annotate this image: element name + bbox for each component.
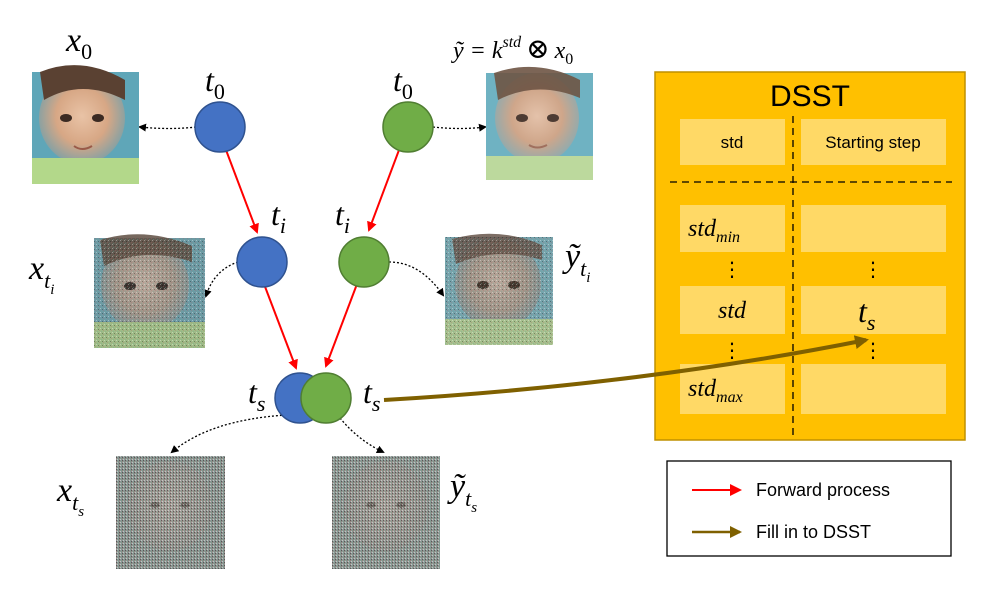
dsst-vdots-2: ⋮	[863, 257, 883, 281]
dotted-arrow-to-y0	[432, 123, 487, 132]
label-y-ts: ts	[363, 374, 380, 416]
image-x0	[32, 65, 139, 184]
dsst-header-cell-std	[680, 119, 785, 165]
forward-arrow-y-0-to-i	[367, 149, 400, 232]
label-x-ts: ts	[248, 374, 265, 416]
label-image-y0: ỹ = kstd⊗x0	[451, 34, 573, 68]
label-y-ti: ti	[335, 196, 350, 238]
dsst-std-min: stdmin	[688, 216, 740, 246]
dsst-vdots-3: ⋮	[722, 338, 742, 362]
node-y-ti	[338, 236, 390, 288]
dotted-arrow-to-xti	[203, 261, 239, 298]
dotted-arrow-to-x0	[138, 123, 197, 132]
dotted-arrow-to-yti	[388, 261, 445, 297]
image-xti	[94, 234, 205, 348]
legend-forward-label: Forward process	[756, 480, 890, 500]
label-image-x0: x0	[65, 22, 92, 64]
legend: Forward process Fill in to DSST	[666, 460, 952, 557]
node-x-ti	[236, 236, 288, 288]
image-xts	[116, 456, 225, 569]
label-image-yts: ỹts	[447, 468, 477, 516]
dsst-vdots-1: ⋮	[722, 257, 742, 281]
dsst-std-max: stdmax	[688, 376, 743, 406]
node-y-t0	[382, 101, 434, 153]
dsst-cell-std-max	[680, 364, 785, 414]
dsst-std: std	[718, 298, 747, 324]
label-image-yti: ỹti	[562, 238, 590, 286]
label-x-t0: t0	[205, 62, 225, 104]
dsst-cell-ts-empty-2	[801, 364, 946, 414]
forward-arrow-x-i-to-s	[263, 283, 298, 370]
dotted-arrow-to-yts	[339, 417, 385, 454]
dsst-header-starting-step: Starting step	[825, 133, 920, 152]
legend-fill-label: Fill in to DSST	[756, 522, 871, 542]
dsst-ts: ts	[858, 293, 875, 335]
dsst-header-cell-starting-step	[801, 119, 946, 165]
dsst-cell-ts	[801, 286, 946, 334]
dsst-header-std: std	[721, 133, 744, 152]
label-y-t0: t0	[393, 62, 413, 104]
image-yts	[332, 456, 440, 569]
fill-in-arrow	[383, 335, 869, 402]
image-y0	[486, 66, 593, 180]
dsst-title: DSST	[770, 80, 850, 113]
dsst-cell-std	[680, 286, 785, 334]
dotted-arrow-to-xts	[170, 414, 287, 454]
dsst-cell-std-min	[680, 205, 785, 252]
image-yti	[445, 233, 553, 345]
label-x-ti: ti	[271, 196, 286, 238]
label-image-xti: xti	[28, 250, 54, 298]
dsst-panel: DSST std Starting step stdmin ⋮ ⋮ std ts…	[654, 71, 966, 441]
dsst-cell-ts-empty-1	[801, 205, 946, 252]
label-image-xts: xts	[56, 472, 84, 520]
forward-arrow-x-0-to-i	[225, 149, 259, 234]
node-x-t0	[194, 101, 246, 153]
node-y-ts	[300, 372, 352, 424]
forward-arrow-y-i-to-s	[324, 283, 358, 368]
